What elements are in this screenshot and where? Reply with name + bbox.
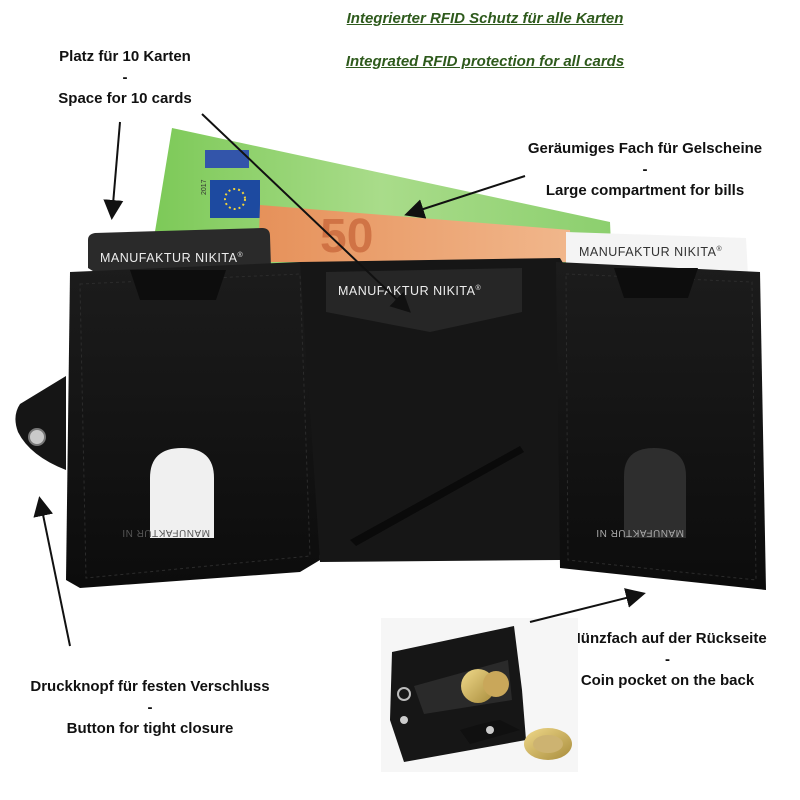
wallet-center-panel	[300, 258, 566, 562]
wallet-body: MANUFAKTUR NIKITA® MANUFAKTUR NI MANUFAK…	[15, 258, 766, 590]
snap-button-icon	[28, 428, 46, 446]
thumb-window-right	[624, 448, 686, 538]
card-right	[566, 232, 748, 275]
wallet-right-panel	[556, 262, 766, 590]
callout-coins-sep: -	[665, 651, 670, 668]
coin-pocket-photo	[381, 618, 578, 772]
callout-button-en: Button for tight closure	[66, 720, 234, 737]
callout-coins-en: Coin pocket on the back	[580, 672, 755, 689]
wallet-left-panel	[66, 262, 320, 588]
callout-bills-en: Large compartment for bills	[545, 182, 745, 199]
banknote-value: 50	[320, 210, 373, 263]
eu-flag-icon	[210, 180, 260, 218]
card-mirror-left: MANUFAKTUR NI	[122, 527, 210, 538]
banknote-year: 2017	[201, 179, 208, 195]
arrow-center-tab	[201, 113, 411, 313]
arrow-coins	[529, 588, 646, 623]
card-right-brand: MANUFAKTUR NIKITA®	[579, 245, 722, 259]
thumb-window-left	[150, 448, 214, 538]
arrow-cards	[103, 121, 124, 220]
inset-snap-icon	[486, 726, 494, 734]
center-tab-brand: MANUFAKTUR NIKITA®	[338, 284, 481, 298]
callout-button: Druckknopf für festen Verschluss - Butto…	[20, 676, 280, 739]
callout-cards-en: Space for 10 cards	[58, 90, 192, 107]
callout-cards: Platz für 10 Karten - Space for 10 cards	[40, 46, 210, 109]
arrow-button	[33, 496, 71, 647]
callout-coins-de: Münzfach auf der Rückseite	[568, 630, 767, 647]
callout-bills-de: Geräumiges Fach für Gelscheine	[527, 140, 763, 157]
rfid-headline-de: Integrierter RFID Schutz für alle Karten	[346, 10, 624, 27]
callout-cards-sep: -	[122, 69, 128, 86]
callout-bills: Geräumiges Fach für Gelscheine - Large c…	[520, 138, 770, 201]
callout-cards-de: Platz für 10 Karten	[59, 48, 191, 65]
banknote-orange	[258, 205, 572, 262]
pointer-arrows	[33, 113, 646, 647]
callout-coins: Münzfach auf der Rückseite - Coin pocket…	[560, 628, 775, 691]
card-left-brand: MANUFAKTUR NIKITA®	[100, 251, 243, 265]
rfid-headline-en: Integrated RFID protection for all cards	[345, 53, 625, 70]
callout-button-sep: -	[147, 699, 153, 716]
arrow-bills	[404, 175, 526, 219]
eu-flag-strip	[205, 150, 249, 168]
card-mirror-right: MANUFAKTUR NI	[596, 527, 684, 538]
zipper-pull-icon	[397, 687, 411, 701]
center-card-tab	[326, 268, 522, 332]
callout-button-de: Druckknopf für festen Verschluss	[30, 678, 270, 695]
snap-strap	[15, 376, 66, 470]
callout-bills-sep: -	[642, 161, 648, 178]
